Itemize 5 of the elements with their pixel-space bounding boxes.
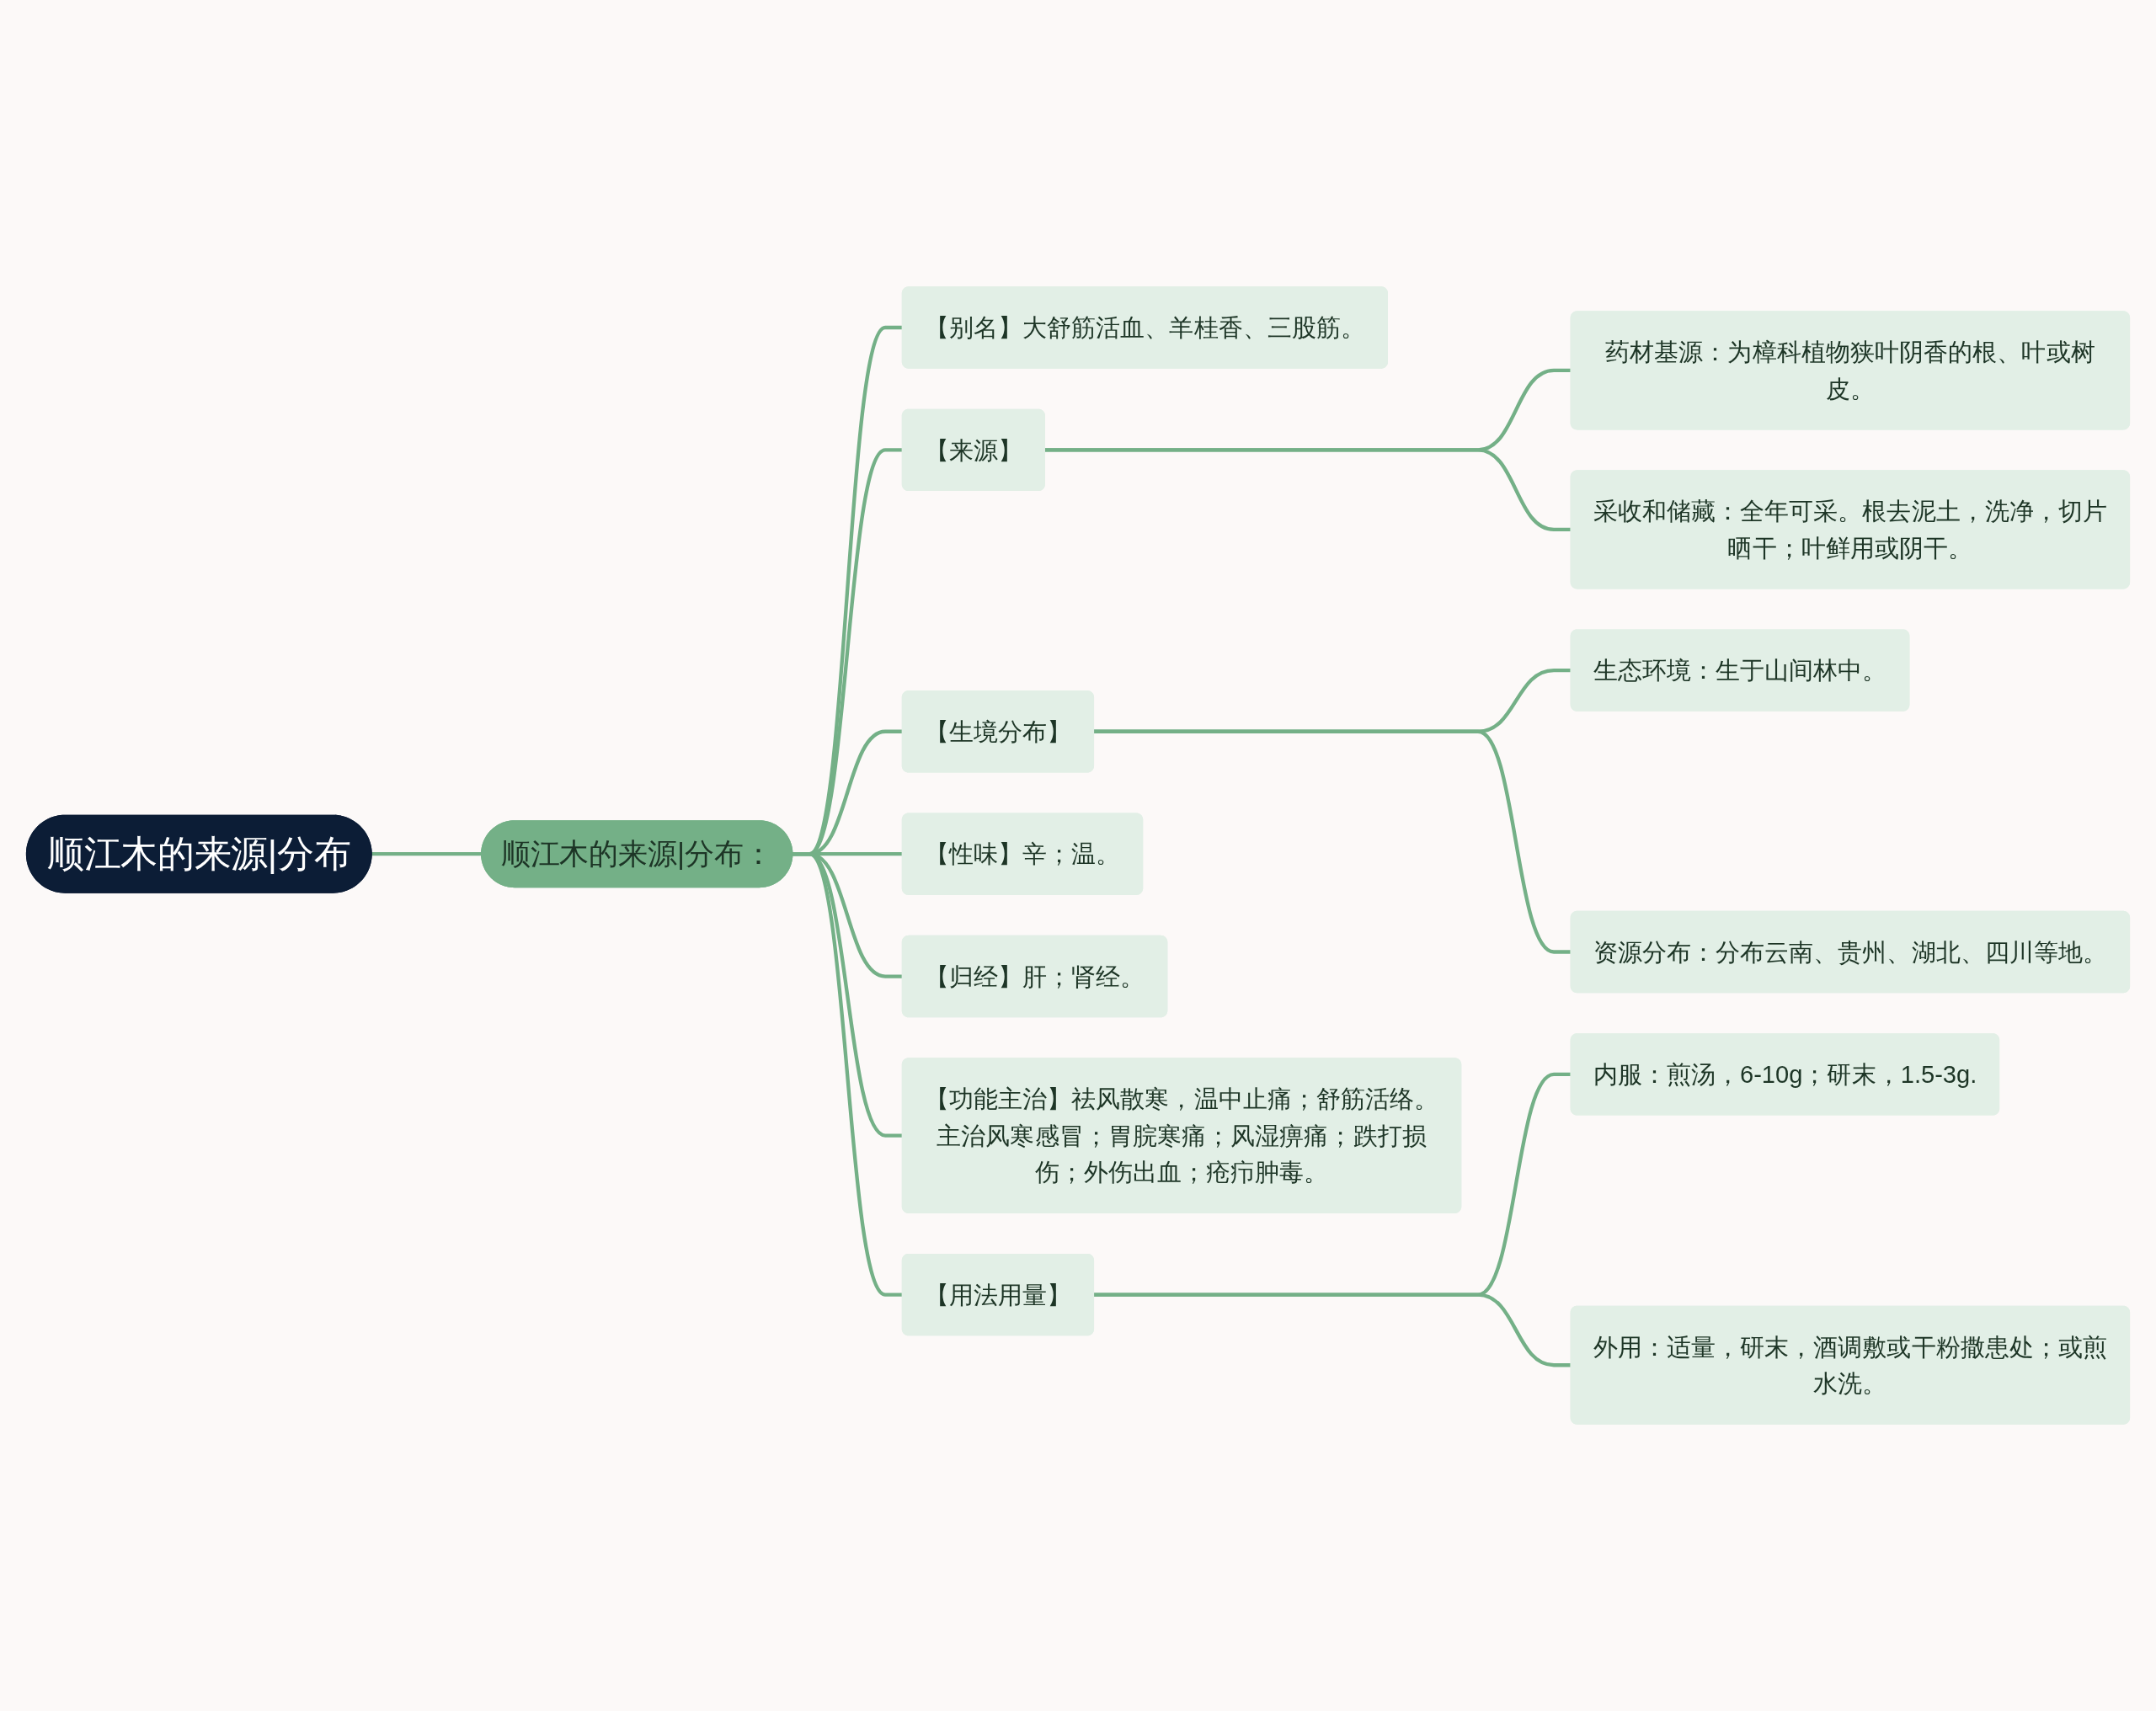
connector [371,852,482,856]
connector [1093,729,1572,954]
connector [1044,448,1572,532]
connector [1093,1293,1572,1367]
connector [792,852,903,1297]
